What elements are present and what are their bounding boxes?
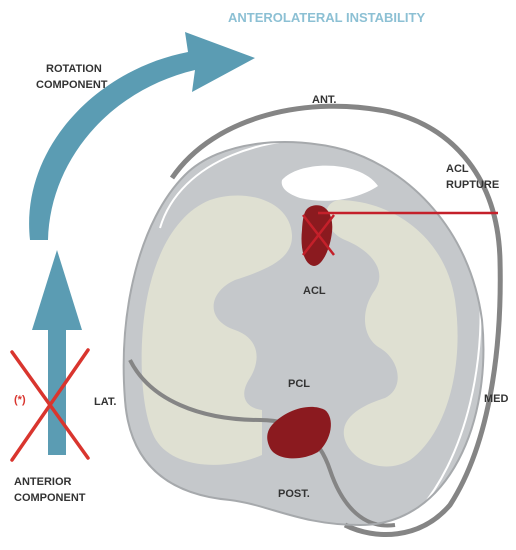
acl-label: ACL — [303, 285, 326, 297]
rotation-component-label-line1: ROTATION — [46, 63, 102, 75]
asterisk-label: (*) — [14, 394, 26, 406]
post-label: POST. — [278, 488, 310, 500]
pcl-label: PCL — [288, 378, 310, 390]
anterior-arrow — [32, 250, 82, 455]
ant-label: ANT. — [312, 94, 336, 106]
anterior-component-label-line2: COMPONENT — [14, 492, 86, 504]
med-label: MED — [484, 393, 509, 405]
anterior-component-label-line1: ANTERIOR — [14, 476, 72, 488]
acl-rupture-label-line2: RUPTURE — [446, 179, 499, 191]
rotation-component-label-line2: COMPONENT — [36, 79, 108, 91]
lat-label: LAT. — [94, 396, 116, 408]
acl-rupture-label-line1: ACL — [446, 163, 469, 175]
diagram-title: ANTEROLATERAL INSTABILITY — [228, 10, 425, 25]
